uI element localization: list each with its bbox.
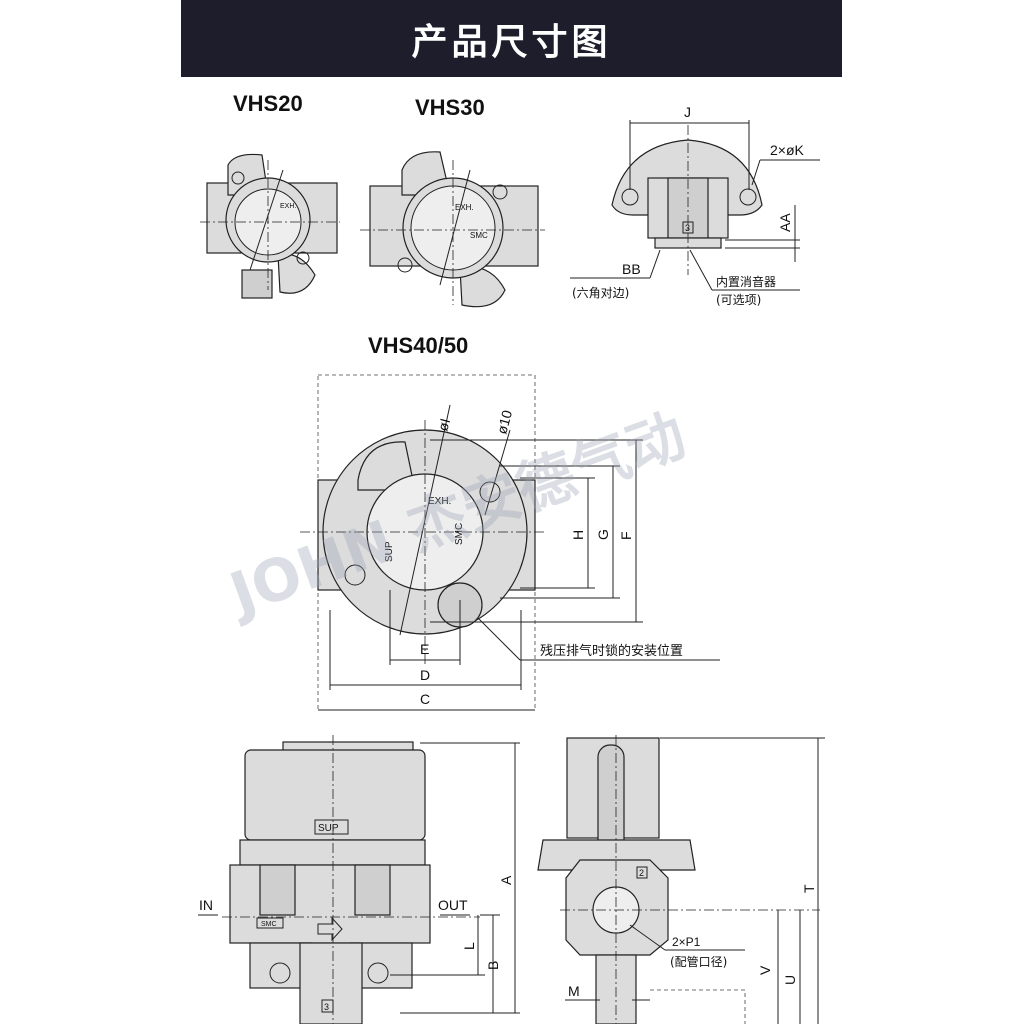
front-brand: SMC xyxy=(261,921,277,928)
page-title: 产品尺寸图 xyxy=(411,21,612,63)
dim-E: E xyxy=(420,641,429,657)
dim-L: L xyxy=(461,942,477,950)
side-port-number: 3 xyxy=(685,223,690,233)
front-view: SUP SMC 3 IN OUT A B L xyxy=(198,735,520,1024)
silencer-note: (可选项) xyxy=(716,293,761,307)
dim-M: M xyxy=(568,983,580,999)
in-label: IN xyxy=(199,897,213,913)
out-label: OUT xyxy=(438,897,468,913)
dim-A: A xyxy=(498,875,514,885)
dim-B: B xyxy=(485,961,501,970)
side-view-top: 3 J 2×øK AA BB (六角对边) 内置消音器 (可选项) xyxy=(570,104,820,307)
right-port-number: 2 xyxy=(639,868,644,878)
vhs4050-top-view: øI ø10 EXH. SUP SMC H G F E D C 残压排气时锁的安… xyxy=(300,374,720,711)
dim-V: V xyxy=(757,965,773,975)
model-label-vhs4050: VHS40/50 xyxy=(368,333,468,358)
main-sup-label: SUP xyxy=(384,541,395,562)
dim-dia-I: øI xyxy=(434,417,453,433)
front-port-number: 3 xyxy=(324,1002,329,1012)
vhs30-exh-label: EXH. xyxy=(455,203,474,212)
dim-T: T xyxy=(801,884,817,893)
vhs30-top-view: EXH. SMC xyxy=(360,151,545,308)
dim-U: U xyxy=(782,975,798,985)
right-side-view: 2 2×P1 (配管口径) M V U T xyxy=(537,735,825,1024)
model-label-vhs30: VHS30 xyxy=(415,95,485,120)
dim-F: F xyxy=(618,531,634,540)
header-banner: 产品尺寸图 xyxy=(181,0,842,77)
dim-BB: BB xyxy=(622,261,641,277)
vhs20-top-view: EXH. xyxy=(200,153,340,299)
dim-H: H xyxy=(570,530,586,540)
dim-C: C xyxy=(420,691,430,707)
dim-2xK: 2×øK xyxy=(770,142,805,158)
bb-note: (六角对边) xyxy=(572,286,629,300)
dim-2xP1: 2×P1 xyxy=(672,935,701,949)
p1-note: (配管口径) xyxy=(670,954,727,969)
main-brand-label: SMC xyxy=(454,523,465,545)
main-exh-label: EXH. xyxy=(428,496,451,507)
front-sup-label: SUP xyxy=(318,823,339,834)
silencer-label: 内置消音器 xyxy=(716,274,776,289)
vhs20-exh-label: EXH. xyxy=(280,203,296,210)
dim-dia-10: ø10 xyxy=(493,408,515,436)
dim-J: J xyxy=(684,104,691,120)
dim-AA: AA xyxy=(777,213,793,232)
model-label-vhs20: VHS20 xyxy=(233,91,303,116)
vhs30-brand-label: SMC xyxy=(470,231,488,240)
dim-D: D xyxy=(420,667,430,683)
dim-G: G xyxy=(595,529,611,540)
lock-position-note: 残压排气时锁的安装位置 xyxy=(540,643,683,659)
